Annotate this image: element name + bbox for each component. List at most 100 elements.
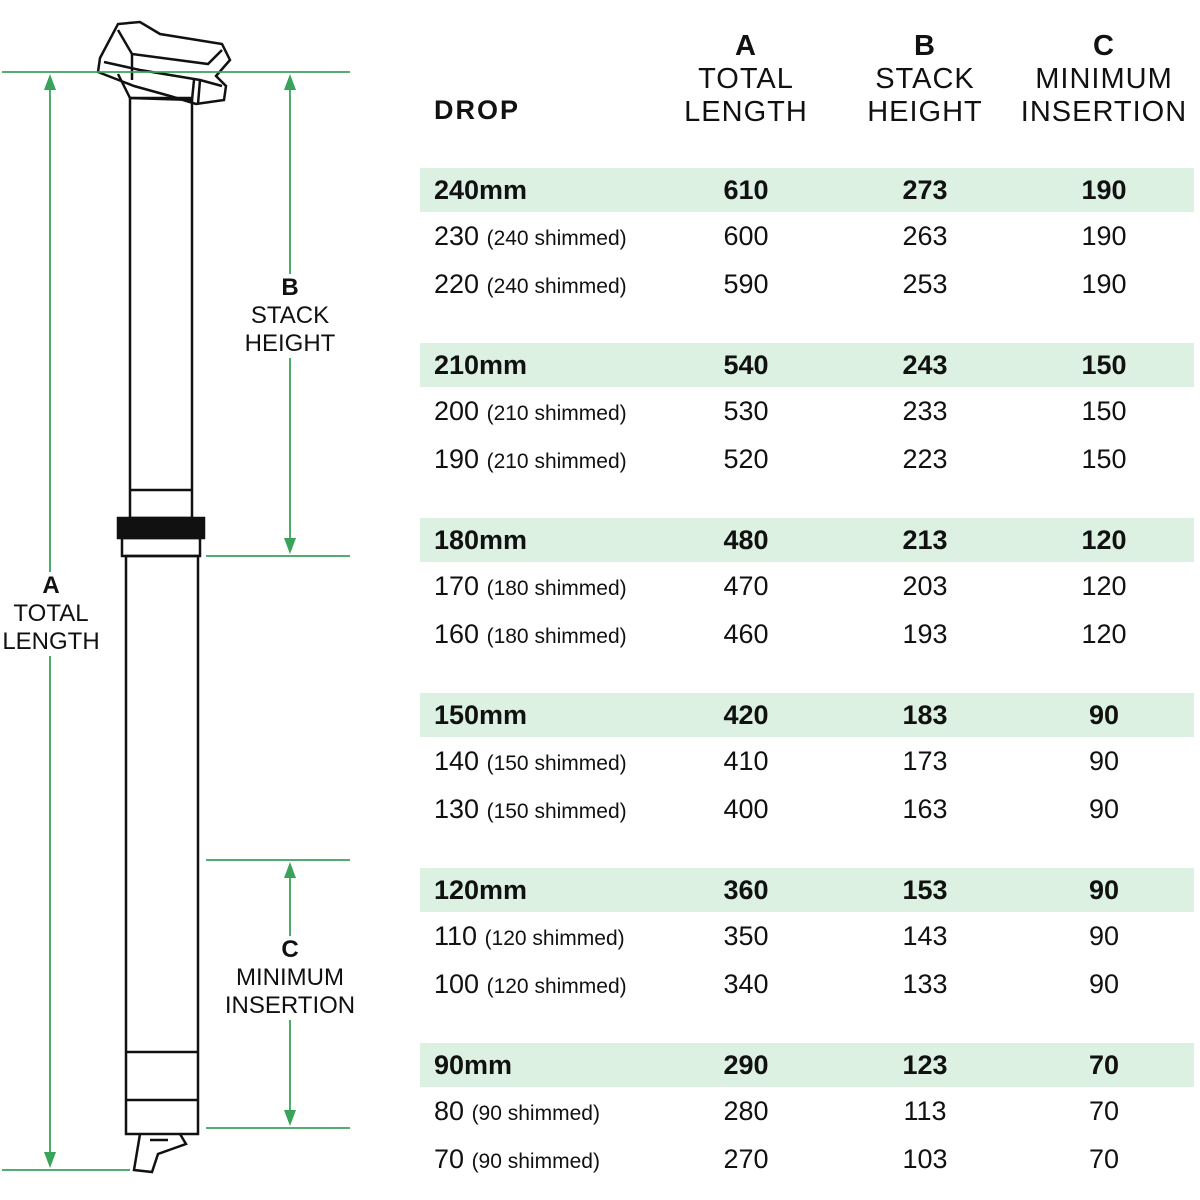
drop-cell: 200 (210 shimmed)	[434, 387, 627, 438]
drop-value: 160	[434, 619, 480, 649]
header-a-line1: TOTAL	[698, 63, 794, 95]
minimum-insertion-value: 150	[1081, 350, 1127, 380]
drop-cell: 80 (90 shimmed)	[434, 1087, 600, 1138]
total-length-value: 590	[723, 269, 769, 299]
total-length-value: 610	[723, 175, 769, 205]
drop-value: 120mm	[434, 875, 528, 905]
stack-height-value: 163	[902, 794, 948, 824]
stack-height-value: 263	[902, 221, 948, 251]
drop-cell: 230 (240 shimmed)	[434, 212, 627, 263]
minimum-insertion-value: 90	[1088, 746, 1120, 776]
total-length-value: 280	[723, 1096, 769, 1126]
drop-value: 210mm	[434, 350, 528, 380]
shim-note: (150 shimmed)	[486, 800, 627, 823]
minimum-insertion-value: 120	[1081, 571, 1127, 601]
minimum-insertion-value: 120	[1081, 619, 1127, 649]
drop-cell: 70 (90 shimmed)	[434, 1135, 600, 1186]
dimension-c-label: C MINIMUM INSERTION	[222, 936, 358, 1020]
header-c-line2: INSERTION	[1020, 96, 1188, 128]
drop-value: 70	[434, 1144, 465, 1174]
total-length-value: 290	[723, 1050, 769, 1080]
shim-note: (240 shimmed)	[486, 275, 627, 298]
upper-stanchion	[128, 96, 194, 520]
header-b-line2: HEIGHT	[867, 96, 983, 128]
minimum-insertion-value: 70	[1088, 1050, 1120, 1080]
minimum-insertion-value: 120	[1081, 525, 1127, 555]
drop-value: 230	[434, 221, 480, 251]
minimum-insertion-value: 90	[1088, 921, 1120, 951]
shim-note: (210 shimmed)	[486, 450, 627, 473]
arrow-down-icon	[284, 538, 296, 554]
drop-value: 200	[434, 396, 480, 426]
shim-note: (210 shimmed)	[486, 402, 627, 425]
dimension-a-letter: A	[42, 572, 60, 599]
shim-note: (120 shimmed)	[486, 975, 627, 998]
collar-seal	[116, 516, 206, 540]
total-length-value: 340	[723, 969, 769, 999]
minimum-insertion-value: 150	[1081, 396, 1127, 426]
arrow-up-icon	[284, 862, 296, 878]
drop-cell: 220 (240 shimmed)	[434, 260, 627, 311]
saddle-clamp-head	[96, 20, 232, 106]
total-length-value: 460	[723, 619, 769, 649]
drop-value: 180mm	[434, 525, 528, 555]
header-stack-height: B STACK HEIGHT	[845, 30, 1005, 129]
drop-cell: 170 (180 shimmed)	[434, 562, 627, 613]
dimension-b-letter: B	[281, 274, 299, 301]
drop-value: 170	[434, 571, 480, 601]
drop-cell: 130 (150 shimmed)	[434, 785, 627, 836]
minimum-insertion-value: 90	[1088, 700, 1120, 730]
shim-note: (150 shimmed)	[486, 752, 627, 775]
stack-height-value: 253	[902, 269, 948, 299]
total-length-value: 400	[723, 794, 769, 824]
stack-height-value: 183	[902, 700, 948, 730]
seatpost-diagram	[2, 20, 350, 1174]
drop-cell: 140 (150 shimmed)	[434, 737, 627, 788]
stack-height-value: 103	[902, 1144, 948, 1174]
stack-height-value: 203	[902, 571, 948, 601]
dimension-b-text-2: HEIGHT	[244, 330, 336, 357]
drop-value: 240mm	[434, 175, 528, 205]
dimension-b-label: B STACK HEIGHT	[240, 274, 340, 358]
stack-height-value: 223	[902, 444, 948, 474]
total-length-value: 420	[723, 700, 769, 730]
header-a-line2: LENGTH	[684, 96, 808, 128]
minimum-insertion-value: 190	[1081, 221, 1127, 251]
header-drop: DROP	[434, 95, 521, 125]
stack-height-value: 193	[902, 619, 948, 649]
total-length-value: 360	[723, 875, 769, 905]
header-minimum-insertion: C MINIMUM INSERTION	[1009, 30, 1199, 129]
drop-cell: 160 (180 shimmed)	[434, 610, 627, 661]
shim-note: (180 shimmed)	[486, 625, 627, 648]
drop-value: 140	[434, 746, 480, 776]
dimension-c-text-2: INSERTION	[224, 992, 356, 1019]
dimension-a-text-2: LENGTH	[2, 628, 100, 655]
drop-value: 190	[434, 444, 480, 474]
dimension-a-text-1: TOTAL	[13, 600, 89, 627]
minimum-insertion-value: 190	[1081, 269, 1127, 299]
shim-note: (240 shimmed)	[486, 227, 627, 250]
seatpost-drawing	[96, 20, 232, 1174]
header-c-line1: MINIMUM	[1035, 63, 1173, 95]
stack-height-value: 213	[902, 525, 948, 555]
stack-height-value: 243	[902, 350, 948, 380]
lower-tube	[124, 554, 200, 1136]
shim-note: (180 shimmed)	[486, 577, 627, 600]
drop-value: 100	[434, 969, 480, 999]
minimum-insertion-value: 90	[1088, 794, 1120, 824]
